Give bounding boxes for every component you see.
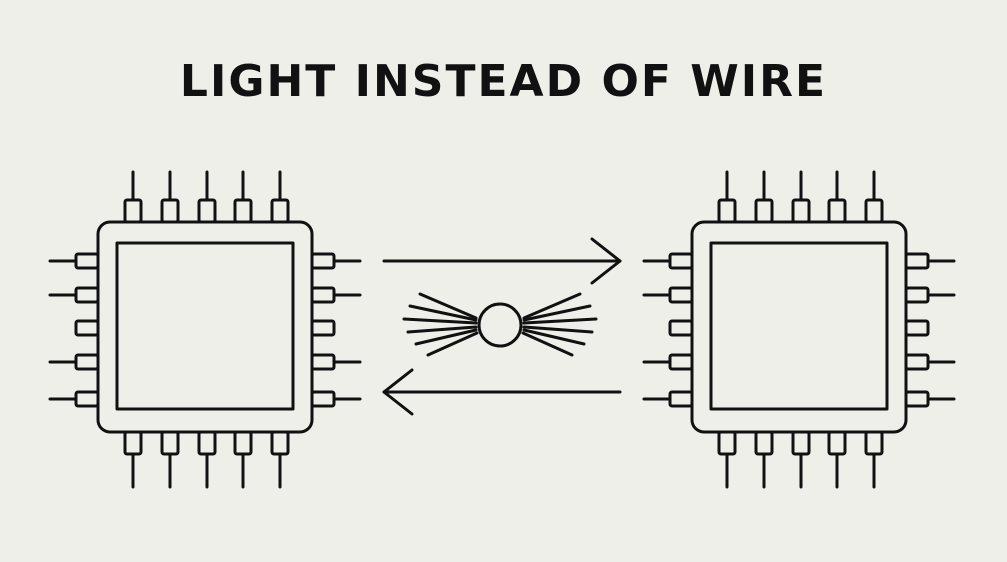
page-title: LIGHT INSTEAD OF WIRE xyxy=(179,56,828,107)
chip-pins-left xyxy=(48,252,100,408)
chip-pin xyxy=(233,198,253,224)
chip-die xyxy=(115,241,295,411)
chip-pin xyxy=(668,353,694,371)
chip-pins-top xyxy=(123,170,290,224)
chip-pin xyxy=(123,430,143,456)
chip-pin xyxy=(904,390,930,408)
chip-pin xyxy=(270,430,290,456)
chip-pin xyxy=(754,430,774,456)
chip-pin xyxy=(904,353,930,371)
chip-pin xyxy=(160,198,180,224)
light-source-circle xyxy=(477,302,523,348)
chip-package xyxy=(690,220,908,434)
chip-pins-right xyxy=(904,252,956,408)
chip-pin xyxy=(160,430,180,456)
chip-pin xyxy=(270,198,290,224)
chip-pin xyxy=(827,430,847,456)
chip-package xyxy=(96,220,314,434)
left-chip-icon xyxy=(48,170,362,489)
chip-pin xyxy=(668,390,694,408)
chip-pin xyxy=(123,198,143,224)
chip-pin xyxy=(197,198,217,224)
chip-pin xyxy=(310,319,336,337)
chip-pin xyxy=(197,430,217,456)
chip-pin xyxy=(864,198,884,224)
chip-pin xyxy=(74,353,100,371)
chip-pin xyxy=(310,390,336,408)
chip-pin xyxy=(668,252,694,270)
chip-pin xyxy=(717,430,737,456)
light-burst-icon xyxy=(402,292,598,357)
arrow-left-icon xyxy=(382,368,622,416)
chip-pin xyxy=(310,353,336,371)
chip-pins-left xyxy=(642,252,694,408)
chip-pin xyxy=(904,252,930,270)
chip-pins-bottom xyxy=(717,430,884,489)
chip-pins-top xyxy=(717,170,884,224)
right-chip-icon xyxy=(642,170,956,489)
arrow-right-icon xyxy=(382,237,622,285)
chip-pin xyxy=(754,198,774,224)
chip-pin xyxy=(74,286,100,304)
chip-pin xyxy=(233,430,253,456)
chip-pin xyxy=(310,286,336,304)
chip-pin xyxy=(668,319,694,337)
chip-pin xyxy=(904,319,930,337)
chip-pin xyxy=(717,198,737,224)
chip-pin xyxy=(904,286,930,304)
chip-pin xyxy=(74,390,100,408)
chip-pin xyxy=(74,319,100,337)
chip-pins-right xyxy=(310,252,362,408)
chip-pin xyxy=(864,430,884,456)
chip-pin xyxy=(827,198,847,224)
chip-pins-bottom xyxy=(123,430,290,489)
chip-pin xyxy=(791,198,811,224)
chip-die xyxy=(709,241,889,411)
chip-pin xyxy=(74,252,100,270)
chip-pin xyxy=(310,252,336,270)
chip-pin xyxy=(791,430,811,456)
chip-pin xyxy=(668,286,694,304)
